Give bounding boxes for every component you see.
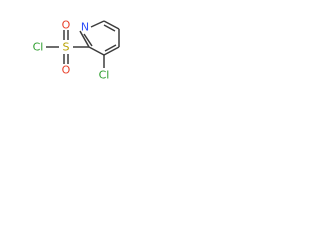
bond-n-c2-inner	[83, 33, 93, 47]
bond-c6-n	[90, 20, 105, 28]
bond-c3-c4	[103, 46, 120, 56]
bond-c3-c4-inner	[104, 44, 117, 52]
atom-chlorine-ring: Cl	[99, 69, 110, 82]
molecule-structure-diagram: N S O O Cl Cl	[33, 19, 120, 82]
bond-c5-c6	[103, 20, 120, 30]
atom-nitrogen: N	[81, 21, 89, 34]
bond-c5-c6-inner	[103, 24, 116, 32]
atom-oxygen-top: O	[62, 19, 71, 32]
bond-n-c2	[79, 30, 90, 48]
atom-sulfur: S	[63, 41, 70, 54]
atom-chlorine-sulfonyl: Cl	[33, 41, 44, 54]
atom-oxygen-bottom: O	[62, 64, 71, 77]
bond-c2-c3	[88, 46, 105, 56]
